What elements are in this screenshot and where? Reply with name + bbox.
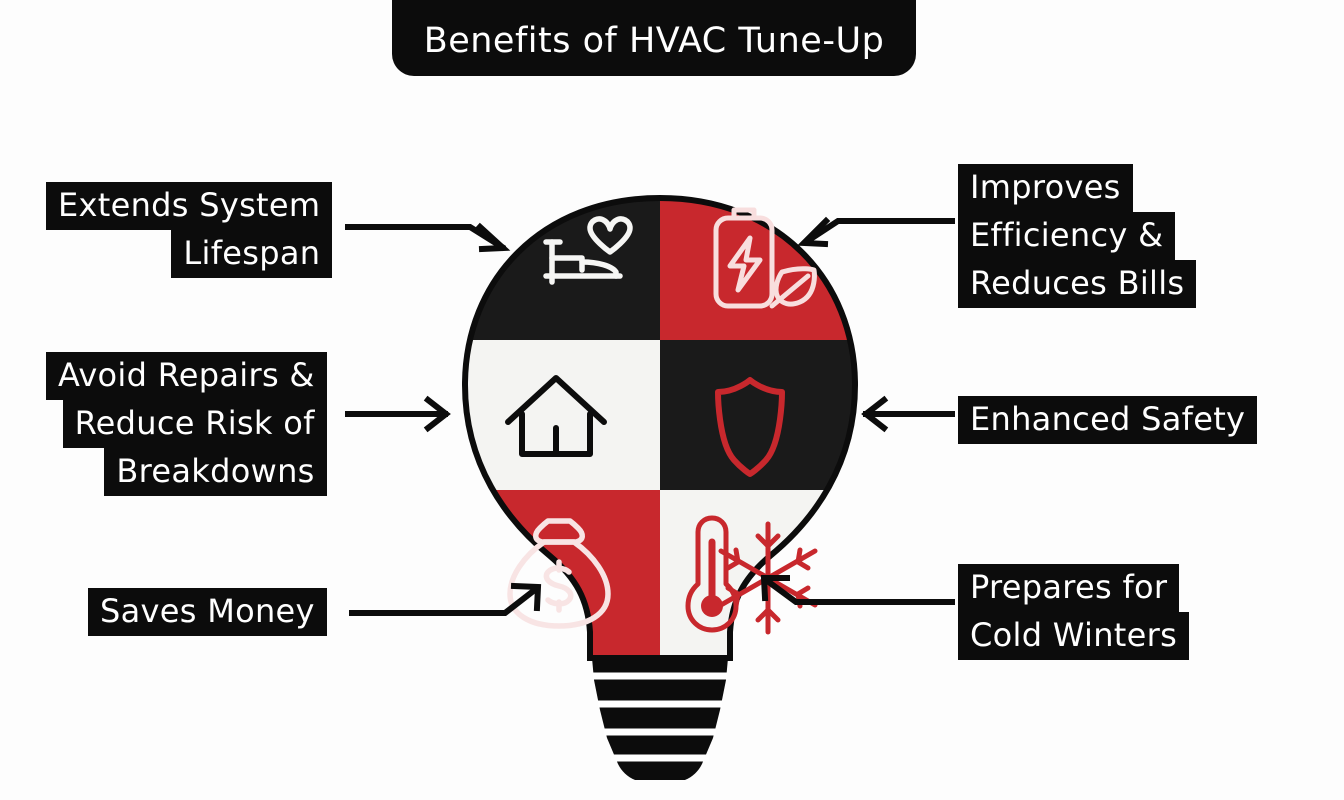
money-bag-icon: [507, 518, 611, 629]
callout-line: Lifespan: [171, 230, 333, 278]
callout-line: Enhanced Safety: [958, 396, 1258, 444]
callout-line: Extends System: [46, 182, 333, 230]
callout-prepares-cold-winters: Prepares for Cold Winters: [958, 564, 1190, 660]
callout-line: Improves: [958, 164, 1133, 212]
bed-heart-icon: [543, 216, 633, 285]
callout-extends-system-lifespan: Extends System Lifespan: [46, 182, 333, 278]
callout-line: Avoid Repairs &: [46, 352, 327, 400]
base-ridges: [593, 672, 727, 762]
shield-icon: [715, 377, 785, 477]
callout-line: Breakdowns: [104, 448, 327, 496]
bulb-segments: [465, 198, 855, 658]
callout-line: Efficiency &: [958, 212, 1176, 260]
callout-line: Cold Winters: [958, 612, 1190, 660]
callout-avoid-repairs: Avoid Repairs & Reduce Risk of Breakdown…: [46, 352, 327, 496]
callout-improves-efficiency: Improves Efficiency & Reduces Bills: [958, 164, 1197, 308]
segment-comfort: [465, 198, 660, 340]
callout-line: Reduces Bills: [958, 260, 1197, 308]
callout-line: Reduce Risk of: [62, 400, 327, 448]
lightbulb-graphic: [430, 180, 890, 784]
segment-efficiency: [660, 198, 855, 340]
callout-line: Prepares for: [958, 564, 1180, 612]
callout-enhanced-safety: Enhanced Safety: [958, 396, 1258, 444]
bulb-screw-base: [592, 658, 728, 784]
battery-bolt-leaf-icon: [713, 207, 817, 309]
callout-saves-money: Saves Money: [88, 588, 327, 636]
callout-line: Saves Money: [88, 588, 327, 636]
segment-home: [465, 340, 660, 490]
house-icon: [505, 375, 607, 457]
page-title: Benefits of HVAC Tune-Up: [392, 0, 916, 76]
